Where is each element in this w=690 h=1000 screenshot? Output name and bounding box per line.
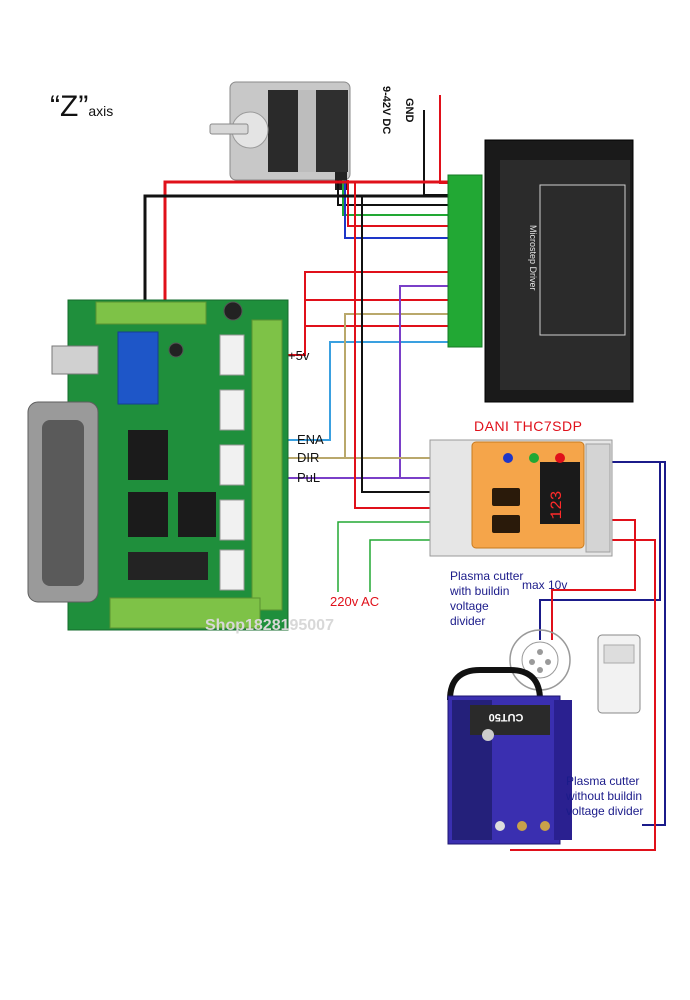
axis-sub-label: axis xyxy=(88,103,114,119)
dir-label: DIR xyxy=(297,450,320,465)
breakout-board xyxy=(27,299,289,631)
plasma-with-line-3: voltage xyxy=(450,599,489,613)
wire-dir xyxy=(278,313,458,459)
watermark: Shop1828195007 xyxy=(205,617,334,634)
wire-pul xyxy=(278,285,458,479)
wire-5v-driver xyxy=(280,271,458,356)
plasma-cutter-small xyxy=(597,634,641,714)
wire-5v-red xyxy=(163,180,458,300)
ena-label: ENA xyxy=(297,432,324,447)
wire-motor-a1 xyxy=(337,180,458,206)
wire-psu-vcc xyxy=(439,95,458,184)
wire-ac-green xyxy=(337,521,430,592)
thc-name-label: DANI THC7SDP xyxy=(474,418,583,434)
thc-display-value: 123 xyxy=(548,491,566,520)
wire-thc-red xyxy=(354,182,430,509)
wire-ena xyxy=(278,341,458,441)
wire-divider-red xyxy=(551,519,636,640)
thc-controller xyxy=(429,439,613,557)
ac-label: 220v AC xyxy=(330,594,380,609)
plasma-without-line-1: Plasma cutter xyxy=(566,774,640,788)
plasma-without-line-3: voltage divider xyxy=(566,804,644,818)
plasma-with-line-2: with buildin xyxy=(450,584,510,598)
wire-motor-a2 xyxy=(342,180,458,216)
wire-motor-b1 xyxy=(347,180,458,227)
plasma-without-divider-label: Plasma cutter without buildin voltage di… xyxy=(566,774,643,819)
plasma-cutter xyxy=(447,667,572,845)
cutter-model: CUT50 xyxy=(489,711,524,723)
pul-label: PuL xyxy=(297,470,321,485)
axis-title: “Z”axis xyxy=(50,90,113,124)
psu-voltage-label: 9-42V DC xyxy=(380,86,392,135)
microstep-driver xyxy=(447,139,634,403)
wire-cutter-red xyxy=(510,539,656,851)
plasma-with-line-1: Plasma cutter xyxy=(450,569,524,583)
plasma-with-divider-label: Plasma cutter with buildin voltage divid… xyxy=(450,569,523,629)
stepper-motor xyxy=(209,81,351,190)
wire-ac-green2 xyxy=(369,539,430,592)
plasma-without-line-2: without buildin xyxy=(566,789,643,803)
wire-divider-navy2 xyxy=(539,461,661,640)
plasma-with-line-4: divider xyxy=(450,614,486,628)
wire-gnd-black xyxy=(143,194,458,300)
wire-thc-black xyxy=(361,196,430,493)
axis-main-label: “Z” xyxy=(50,90,89,123)
psu-gnd-label: GND xyxy=(403,98,415,123)
plus5v-label: +5v xyxy=(288,348,310,363)
driver-name-label: Microstep Driver xyxy=(528,225,538,291)
wire-motor-b2 xyxy=(344,180,458,239)
max-voltage-label: max 10v xyxy=(522,578,568,592)
